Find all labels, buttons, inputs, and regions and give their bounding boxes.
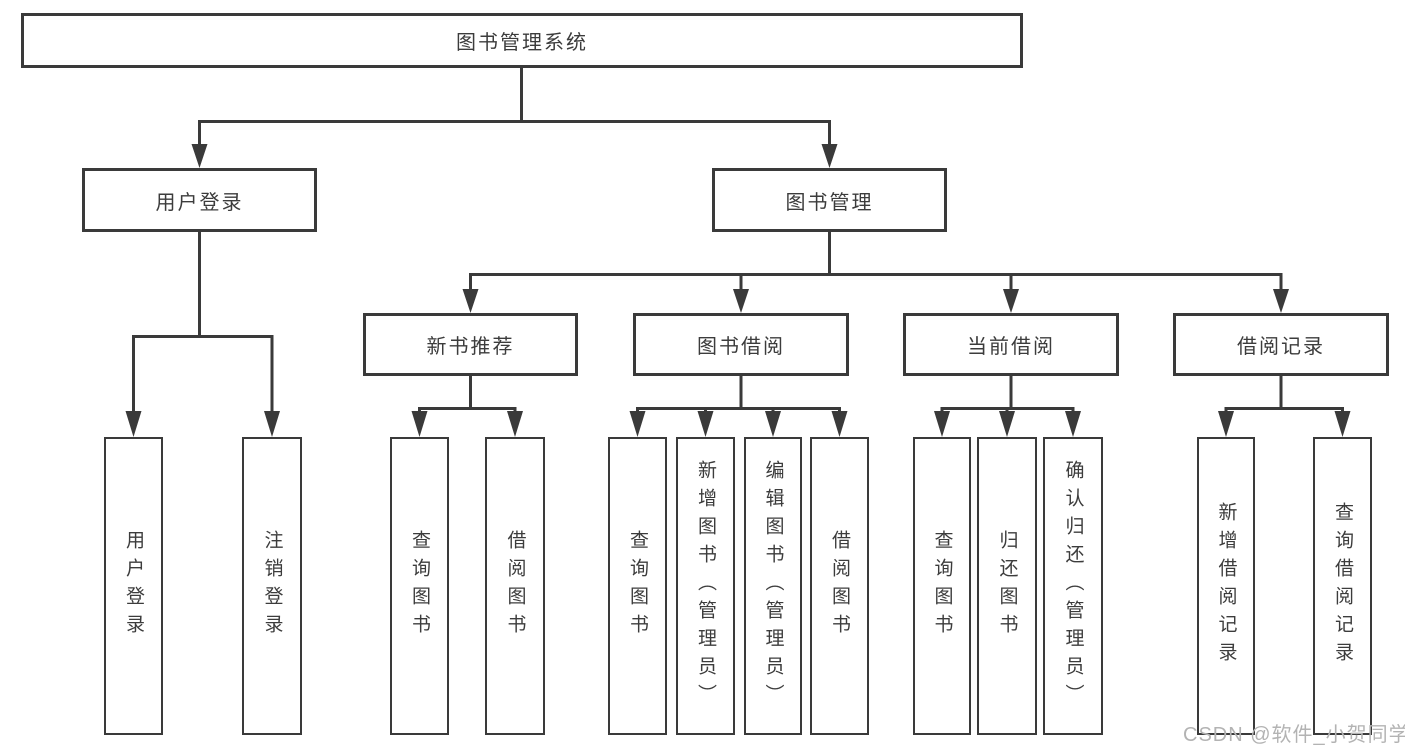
leaf-nb-query-books-label: 查询图书 — [409, 530, 430, 642]
leaf-bb-borrow-books-label: 借阅图书 — [829, 530, 850, 642]
node-borrow-records: 借阅记录 — [1173, 313, 1389, 376]
node-current-borrowing: 当前借阅 — [903, 313, 1119, 376]
leaf-br-add-record-label: 新增借阅记录 — [1215, 502, 1237, 670]
leaf-bb-add-books-admin: 新增图书（管理员） — [676, 437, 735, 735]
connector-lines — [132, 68, 1344, 412]
leaf-cb-query-books: 查询图书 — [913, 437, 971, 735]
leaf-cb-confirm-return-admin: 确认归还（管理员） — [1043, 437, 1103, 735]
leaf-cb-return-books: 归还图书 — [977, 437, 1037, 735]
csdn-watermark: CSDN @软件_小贺同学 — [1183, 724, 1405, 746]
leaf-br-query-record-label: 查询借阅记录 — [1332, 502, 1353, 670]
leaf-bb-edit-books-admin-label: 编辑图书（管理员） — [762, 460, 784, 712]
leaf-br-query-record: 查询借阅记录 — [1313, 437, 1372, 735]
node-user-login: 用户登录 — [82, 168, 317, 232]
leaf-cb-return-books-label: 归还图书 — [996, 530, 1018, 642]
leaf-cb-confirm-return-admin-label: 确认归还（管理员） — [1062, 460, 1084, 712]
leaf-bb-edit-books-admin: 编辑图书（管理员） — [744, 437, 802, 735]
leaf-nb-borrow-books: 借阅图书 — [485, 437, 545, 735]
node-book-management: 图书管理 — [712, 168, 947, 232]
leaf-user-login-label: 用户登录 — [123, 530, 144, 642]
node-book-borrowing: 图书借阅 — [633, 313, 849, 376]
leaf-user-login: 用户登录 — [104, 437, 163, 735]
leaf-bb-add-books-admin-label: 新增图书（管理员） — [695, 460, 716, 712]
leaf-bb-query-books-label: 查询图书 — [627, 530, 648, 642]
leaf-cb-query-books-label: 查询图书 — [931, 530, 953, 642]
node-library-system: 图书管理系统 — [21, 13, 1023, 68]
leaf-logout-label: 注销登录 — [261, 530, 283, 642]
leaf-nb-query-books: 查询图书 — [390, 437, 449, 735]
arrowheads — [125, 144, 1351, 437]
node-new-book-recommend: 新书推荐 — [363, 313, 578, 376]
leaf-bb-query-books: 查询图书 — [608, 437, 667, 735]
leaf-nb-borrow-books-label: 借阅图书 — [504, 530, 526, 642]
leaf-bb-borrow-books: 借阅图书 — [810, 437, 869, 735]
leaf-br-add-record: 新增借阅记录 — [1197, 437, 1255, 735]
leaf-logout: 注销登录 — [242, 437, 302, 735]
